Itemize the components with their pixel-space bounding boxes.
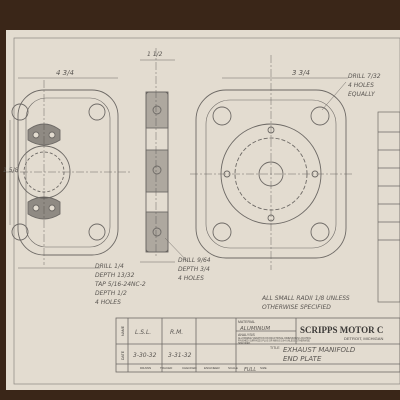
port-hole-3 [32, 204, 40, 212]
svg-text:CHECKED: CHECKED [182, 366, 198, 370]
section-hole-2 [152, 165, 162, 175]
hole-r-br [310, 222, 330, 242]
section-hole-3 [152, 227, 162, 237]
company-city: DETROIT, MICHIGAN [344, 336, 383, 341]
analysis-label: ANALYSIS [238, 333, 256, 337]
date-drawn: 3-30-32 [133, 352, 157, 359]
drawing-sheet [6, 30, 400, 390]
corner-hole-br [88, 223, 106, 241]
port-hole-2 [48, 131, 56, 139]
side-label-name: NAME [121, 325, 125, 336]
revision-table-frame [377, 111, 400, 303]
revision-table [377, 111, 400, 303]
drawing-title: EXHAUST MANIFOLD END PLATE [283, 346, 358, 363]
port-top [27, 123, 61, 146]
checked-by: R.M. [170, 329, 183, 336]
date-checked: 3-31-32 [168, 352, 192, 359]
title-block-frame [115, 317, 400, 373]
drawn-by: L.S.L. [135, 329, 151, 336]
dim-left-edge-text: 1 5/8 [3, 167, 19, 174]
corner-hole-tr [88, 103, 106, 121]
corner-hole-bl [11, 223, 29, 241]
side-label-date: DATE [121, 350, 125, 360]
hole-r-bl [212, 222, 232, 242]
title-block-footer: DRAWN TRACED CHECKED ENGINEER SCALE SIZE [140, 366, 267, 370]
front-view-left [6, 77, 130, 269]
inner-plate [25, 97, 111, 248]
section-hatch-bot [145, 211, 169, 253]
dim-top-left-text: 4 3/4 [56, 69, 74, 77]
corner-hole-tl [11, 103, 29, 121]
svg-text:DRAWN: DRAWN [140, 366, 151, 370]
svg-text:SIZE: SIZE [260, 366, 267, 370]
port-hole-4 [48, 204, 56, 212]
leader-mid [164, 237, 189, 263]
title-block [115, 317, 400, 373]
material-value: ALUMINUM [239, 326, 270, 332]
note-drill-right: DRILL 7/32 4 HOLES EQUALLY [348, 73, 383, 98]
port-hole-1 [32, 131, 40, 139]
section-view [140, 48, 189, 263]
front-view-right [190, 55, 352, 270]
dim-top-right-text: 3 3/4 [292, 69, 310, 77]
svg-text:ENGINEER: ENGINEER [204, 366, 221, 370]
tolerance-note: ALLOWABLE VARIATION ON FRACTIONAL DIMENS… [238, 337, 312, 345]
material-label: MATERIAL [238, 320, 255, 324]
company-name: SCRIPPS MOTOR C [300, 325, 383, 335]
hole-r-tr [310, 106, 330, 126]
note-general: ALL SMALL RADII 1/8 UNLESS OTHERWISE SPE… [261, 295, 352, 311]
port-bottom [27, 196, 61, 220]
scale-value: FULL [244, 367, 256, 373]
dim-mid-width-text: 1 1/2 [147, 51, 163, 58]
note-drill-mid: DRILL 9/64 DEPTH 3/4 4 HOLES [178, 257, 213, 282]
section-hatch-top [145, 91, 169, 129]
hole-r-tl [212, 106, 232, 126]
title-label: TITLE [270, 346, 280, 350]
svg-text:SCALE: SCALE [228, 366, 238, 370]
leader-right [321, 81, 347, 111]
sheet-border [13, 37, 400, 385]
note-drill-side: DRILL 1/4 DEPTH 13/32 TAP 5/16-24NC-2 DE… [95, 263, 148, 306]
section-hole-1 [152, 105, 162, 115]
section-hatch-mid [145, 149, 169, 193]
svg-text:TRACED: TRACED [160, 366, 173, 370]
